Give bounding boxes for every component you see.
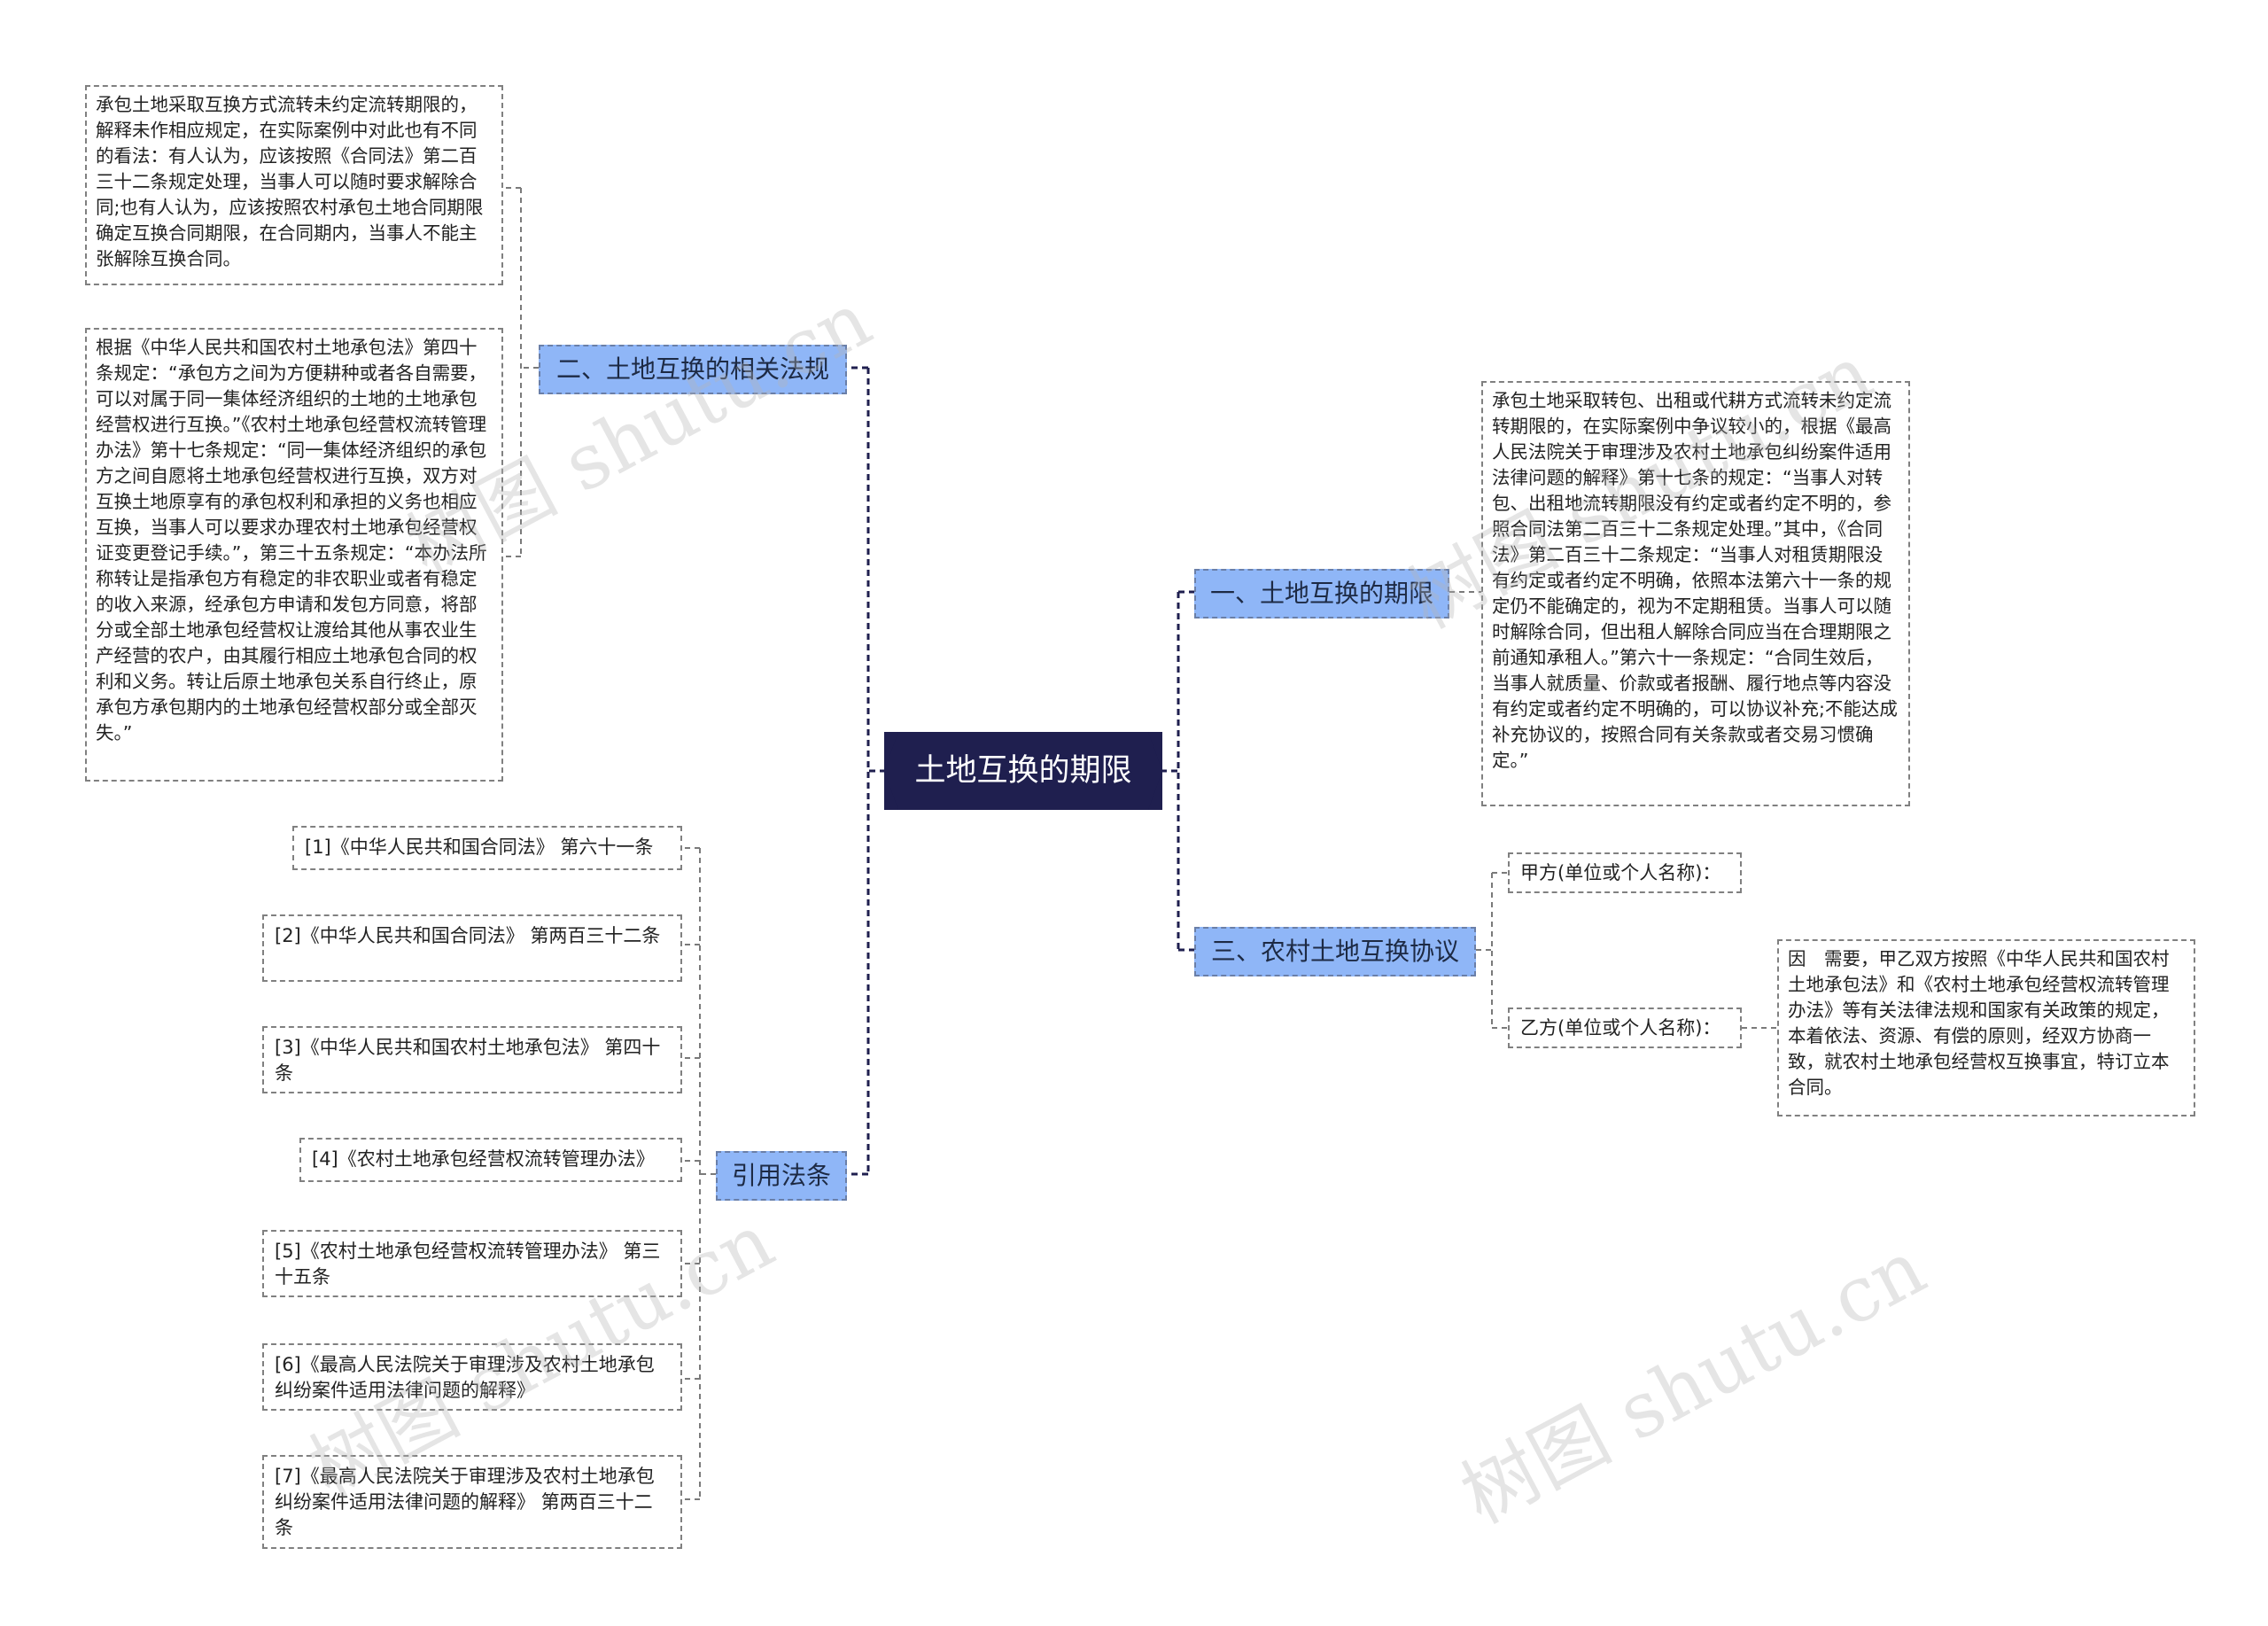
- branch-term-label: 一、土地互换的期限: [1209, 579, 1433, 608]
- party-a-field: 甲方(单位或个人名称)：: [1508, 852, 1742, 893]
- reference-label: [2]《中华人民共和国合同法》 第两百三十二条: [275, 925, 661, 946]
- regulation-opinion-content: 承包土地采取互换方式流转未约定流转期限的，解释未作相应规定，在实际案例中对此也有…: [96, 94, 484, 269]
- party-b-label: 乙方(单位或个人名称)：: [1520, 1017, 1721, 1039]
- party-b-field: 乙方(单位或个人名称)：: [1508, 1007, 1742, 1048]
- reference-item[interactable]: [2]《中华人民共和国合同法》 第两百三十二条: [262, 914, 682, 982]
- term-explanation-content: 承包土地采取转包、出租或代耕方式流转未约定流转期限的，在实际案例中争议较小的，根…: [1492, 390, 1898, 771]
- reference-label: [5]《农村土地承包经营权流转管理办法》 第三十五条: [275, 1241, 661, 1288]
- party-a-label: 甲方(单位或个人名称)：: [1520, 862, 1721, 883]
- branch-regulations[interactable]: 二、土地互换的相关法规: [539, 345, 847, 394]
- branch-cited-laws-label: 引用法条: [731, 1161, 831, 1190]
- reference-item[interactable]: [6]《最高人民法院关于审理涉及农村土地承包纠纷案件适用法律问题的解释》: [262, 1343, 682, 1411]
- reference-label: [4]《农村土地承包经营权流转管理办法》: [312, 1148, 655, 1170]
- branch-agreement[interactable]: 三、农村土地互换协议: [1194, 927, 1476, 976]
- root-label: 土地互换的期限: [914, 753, 1132, 789]
- branch-term[interactable]: 一、土地互换的期限: [1194, 569, 1449, 619]
- regulation-opinion-text: 承包土地采取互换方式流转未约定流转期限的，解释未作相应规定，在实际案例中对此也有…: [85, 85, 503, 285]
- reference-item[interactable]: [1]《中华人民共和国合同法》 第六十一条: [292, 826, 682, 870]
- root-shape: [884, 732, 1162, 810]
- reference-item[interactable]: [4]《农村土地承包经营权流转管理办法》: [299, 1138, 682, 1182]
- branch-cited-laws[interactable]: 引用法条: [716, 1151, 847, 1201]
- reference-item[interactable]: [7]《最高人民法院关于审理涉及农村土地承包纠纷案件适用法律问题的解释》 第两百…: [262, 1455, 682, 1549]
- reference-label: [6]《最高人民法院关于审理涉及农村土地承包纠纷案件适用法律问题的解释》: [275, 1354, 655, 1401]
- agreement-preamble-content: 因 需要，甲乙双方按照《中华人民共和国农村土地承包法》和《农村土地承包经营权流转…: [1788, 948, 2170, 1098]
- regulation-law-text: 根据《中华人民共和国农村土地承包法》第四十条规定：“承包方之间为方便耕种或者各自…: [85, 328, 503, 782]
- agreement-preamble-text: 因 需要，甲乙双方按照《中华人民共和国农村土地承包法》和《农村土地承包经营权流转…: [1777, 939, 2195, 1116]
- branch-regulations-label: 二、土地互换的相关法规: [555, 354, 829, 384]
- reference-label: [1]《中华人民共和国合同法》 第六十一条: [305, 836, 654, 858]
- reference-label: [7]《最高人民法院关于审理涉及农村土地承包纠纷案件适用法律问题的解释》 第两百…: [275, 1466, 655, 1538]
- reference-item[interactable]: [5]《农村土地承包经营权流转管理办法》 第三十五条: [262, 1230, 682, 1297]
- term-explanation-text: 承包土地采取转包、出租或代耕方式流转未约定流转期限的，在实际案例中争议较小的，根…: [1481, 381, 1910, 806]
- branch-agreement-label: 三、农村土地互换协议: [1210, 937, 1459, 966]
- root-node[interactable]: 土地互换的期限: [884, 732, 1162, 810]
- reference-item[interactable]: [3]《中华人民共和国农村土地承包法》 第四十条: [262, 1026, 682, 1093]
- regulation-law-content: 根据《中华人民共和国农村土地承包法》第四十条规定：“承包方之间为方便耕种或者各自…: [96, 337, 487, 743]
- reference-label: [3]《中华人民共和国农村土地承包法》 第四十条: [275, 1037, 661, 1084]
